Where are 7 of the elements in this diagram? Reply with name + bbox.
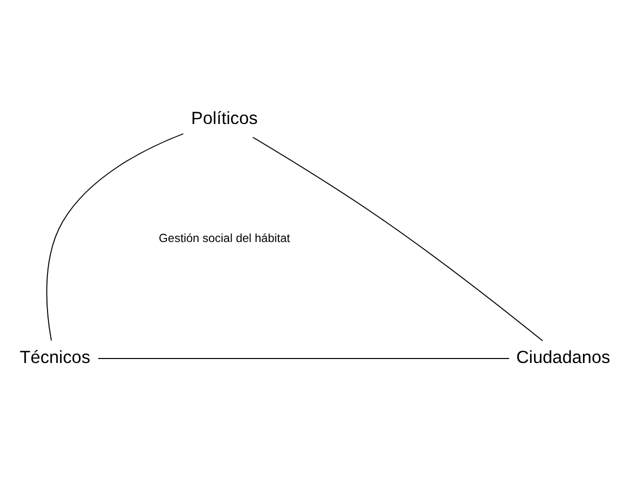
node-text: Políticos — [191, 108, 258, 128]
node-text: Ciudadanos — [516, 346, 610, 367]
node-text: Técnicos — [20, 346, 90, 367]
label: Gestión social del hábitat — [158, 232, 290, 246]
connector — [98, 358, 510, 359]
connector — [46, 133, 184, 342]
connector — [252, 136, 544, 342]
